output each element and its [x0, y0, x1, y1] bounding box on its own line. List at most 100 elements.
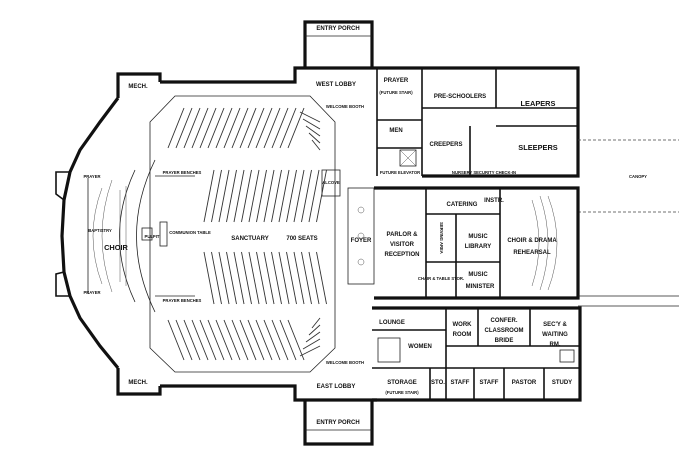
pew-row	[175, 319, 193, 361]
pew-row	[207, 319, 225, 361]
label-storage-note: (FUTURE STAIR)	[385, 390, 419, 395]
pew-row	[233, 169, 245, 223]
entry-porch-bottom	[303, 400, 374, 446]
label-creepers: CREEPERS	[429, 142, 462, 148]
label-welcome-booth-top: WELCOME BOOTH	[326, 104, 364, 109]
label-entry-porch-top: ENTRY PORCH	[316, 26, 359, 32]
pew-row	[255, 319, 273, 361]
pew-row	[239, 319, 257, 361]
pew-row	[191, 319, 209, 361]
pews	[167, 107, 327, 361]
pew-row	[256, 251, 267, 305]
pew-row	[226, 251, 237, 305]
pew-row	[167, 107, 185, 149]
pew-row	[316, 169, 327, 223]
label-staff-1: STAFF	[451, 380, 470, 386]
label-parlor-2: VISITOR	[390, 242, 415, 248]
label-foyer: FOYER	[351, 238, 372, 244]
label-music-library-2: LIBRARY	[465, 244, 491, 250]
label-parlor-1: PARLOR &	[387, 232, 419, 238]
label-communion-table: COMMUNION TABLE	[169, 230, 211, 235]
pew-row	[241, 251, 252, 305]
label-nursery-security: NURSERY SECURITY CHECK-IN	[452, 170, 516, 175]
label-seats: 700 SEATS	[286, 236, 317, 242]
label-west-lobby: WEST LOBBY	[316, 82, 356, 88]
pew-row	[279, 319, 297, 361]
pew-row	[256, 169, 267, 223]
label-future-elevator: FUTURE ELEVATOR	[380, 170, 420, 175]
label-sto: STO.	[431, 380, 445, 386]
pew-row	[302, 338, 321, 350]
pew-row	[175, 107, 193, 149]
label-serving-area: SERVING AREA	[439, 222, 444, 254]
pew-row	[263, 107, 281, 149]
pew-row	[311, 317, 321, 329]
label-choir-drama-2: REHEARSAL	[513, 250, 551, 256]
pew-row	[211, 251, 222, 305]
pew-row	[248, 251, 260, 305]
pew-row	[203, 251, 215, 305]
pew-row	[241, 169, 252, 223]
room-labels: ENTRY PORCH ENTRY PORCH MECH. MECH. WEST…	[83, 26, 647, 426]
pew-row	[191, 107, 209, 149]
pew-row	[247, 107, 265, 149]
label-sanctuary: SANCTUARY	[231, 236, 268, 242]
pew-row	[305, 125, 321, 137]
pew-row	[301, 169, 312, 223]
label-east-lobby: EAST LOBBY	[317, 384, 356, 390]
pew-row	[226, 169, 237, 223]
label-prayer-benches-bottom: PRAYER BENCHES	[163, 298, 202, 303]
pew-row	[287, 319, 305, 361]
label-music-minister-1: MUSIC	[468, 272, 488, 278]
label-entry-porch-bottom: ENTRY PORCH	[316, 420, 359, 426]
pew-row	[183, 319, 201, 361]
pew-row	[279, 107, 297, 149]
label-choir: CHOIR	[104, 243, 128, 252]
label-study: STUDY	[552, 380, 572, 386]
label-sleepers: SLEEPERS	[518, 143, 557, 152]
label-welcome-booth-bottom: WELCOME BOOTH	[326, 360, 364, 365]
label-instr: INSTR.	[484, 198, 504, 204]
pew-row	[218, 169, 230, 223]
pew-row	[286, 169, 297, 223]
pew-row	[299, 345, 321, 357]
label-women: WOMEN	[408, 344, 432, 350]
label-pulpit: PULPIT	[145, 234, 160, 239]
pew-row	[215, 319, 233, 361]
label-prayer-benches-top: PRAYER BENCHES	[163, 170, 202, 175]
label-pastor: PASTOR	[512, 380, 537, 386]
east-wing-walls	[372, 66, 679, 402]
pew-row	[248, 169, 260, 223]
pew-row	[287, 107, 305, 149]
label-work-room-2: ROOM	[453, 332, 472, 338]
pew-row	[301, 251, 312, 305]
label-secy-2: WAITING	[542, 332, 568, 338]
pew-row	[223, 319, 241, 361]
label-canopy: CANOPY	[629, 174, 647, 179]
label-staff-2: STAFF	[480, 380, 499, 386]
pew-row	[271, 251, 282, 305]
pew-row	[271, 169, 282, 223]
pew-row	[263, 251, 275, 305]
pew-row	[239, 107, 257, 149]
pew-row	[271, 319, 289, 361]
sanctuary-interior	[87, 95, 375, 373]
pew-row	[278, 251, 290, 305]
pew-row	[299, 111, 321, 123]
label-music-minister-2: MINISTER	[466, 284, 495, 290]
pew-row	[233, 251, 245, 305]
label-secy-1: SEC'Y &	[543, 322, 567, 328]
pew-row	[308, 251, 320, 305]
pew-row	[218, 251, 230, 305]
label-parlor-3: RECEPTION	[384, 252, 419, 258]
label-confer-2: CLASSROOM	[485, 328, 524, 334]
pew-row	[293, 169, 305, 223]
pew-row	[231, 107, 249, 149]
label-confer-1: CONFER.	[491, 318, 518, 324]
pew-row	[203, 169, 215, 223]
label-storage: STORAGE	[387, 380, 417, 386]
pew-row	[286, 251, 297, 305]
pew-row	[215, 107, 233, 149]
label-choir-drama-1: CHOIR & DRAMA	[507, 238, 557, 244]
